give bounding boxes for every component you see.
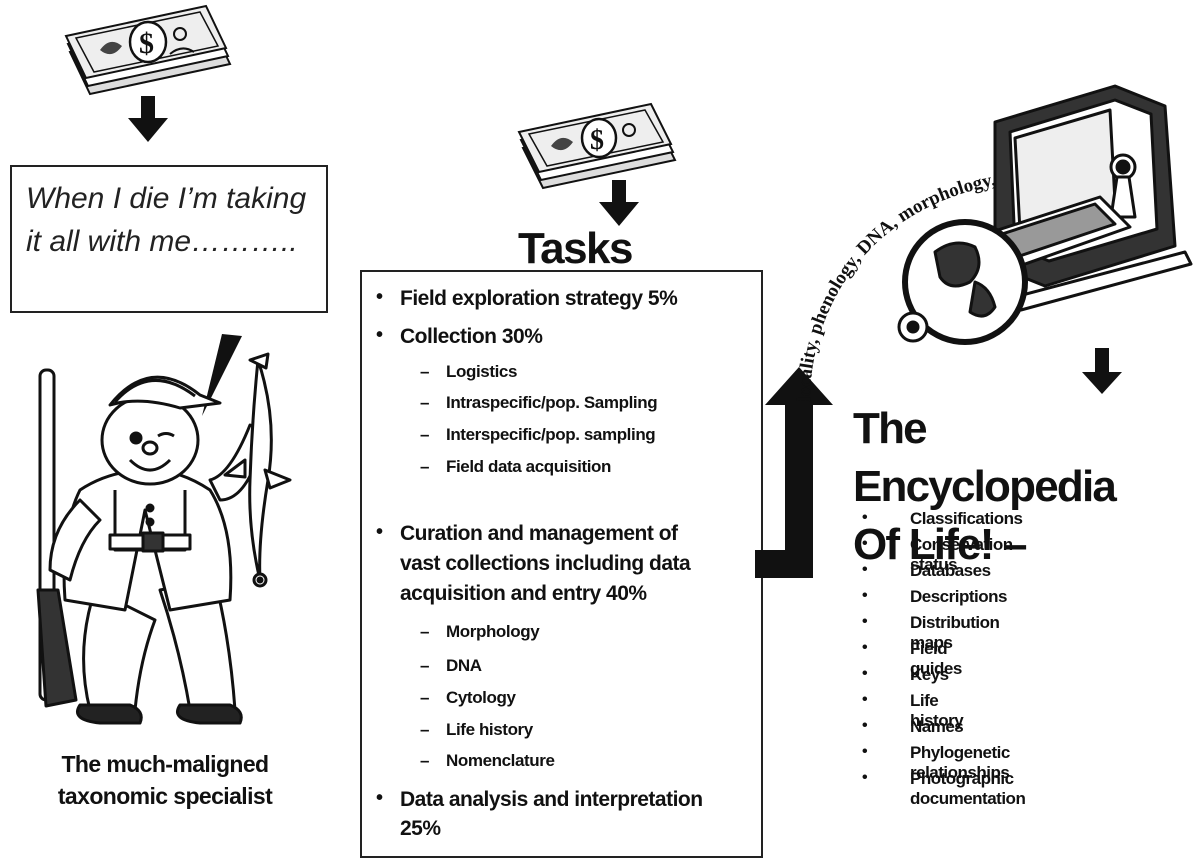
encyclopedia-item: Names [910,717,964,736]
task-item: Field exploration strategy 5% [400,287,678,310]
bullet-icon: • [862,717,868,734]
computer-icon [897,84,1193,345]
step-arrow [755,367,833,578]
specialist-caption: The much-maligned taxonomic specialist [20,748,310,812]
speech-tail [202,334,242,416]
bullet-icon: • [862,743,868,760]
bullet-icon: • [862,691,868,708]
encyclopedia-item: Classifications [910,509,1023,528]
task-item-line: vast collections including data [400,552,691,575]
bullet-icon: • [862,769,868,786]
bullet-icon: • [862,509,868,526]
encyclopedia-item: Field guides [910,639,962,678]
subtask-dash: – [420,622,430,641]
down-arrow-icon [1082,348,1122,394]
bullet-icon: • [862,613,868,630]
bullet-icon: • [376,286,384,308]
hunter-figure [36,352,292,725]
task-item-line: acquisition and entry 40% [400,582,647,605]
subtask-dash: – [420,457,430,476]
speech-bubble: When I die I’m taking it all with me……….… [10,165,328,313]
encyclopedia-item: Keys [910,665,949,684]
subtask-dash: – [420,688,430,707]
subtask-dash: – [420,751,430,770]
tasks-box: • Field exploration strategy 5% • Collec… [360,270,763,858]
task-item-line: Data analysis and interpretation [400,788,703,811]
subtask-item: Interspecific/pop. sampling [446,425,656,444]
subtask-dash: – [420,362,430,381]
subtask-item: Field data acquisition [446,457,612,476]
subtask-item: DNA [446,656,482,675]
subtask-item: Life history [446,720,533,739]
encyclopedia-item: Conservation status [910,535,1013,574]
encyclopedia-item: Phylogenetic relationships [910,743,1010,782]
encyclopedia-item: Databases [910,561,991,580]
bullet-icon: • [862,561,868,578]
specialist-caption-line1: The much-maligned [61,751,269,777]
encyclopedia-item: Descriptions [910,587,1007,606]
task-item-line: Curation and management of [400,522,678,545]
task-item-line: 25% [400,817,441,840]
tasks-title: Tasks [518,224,634,273]
bullet-icon: • [862,535,868,552]
bullet-icon: • [376,521,384,543]
encyclopedia-title: The Encyclopedia Of Life! – [853,400,1193,574]
subtask-dash: – [420,393,430,412]
bullet-icon: • [376,787,384,809]
subtask-item: Nomenclature [446,751,555,770]
bullet-icon: • [862,587,868,604]
encyclopedia-title-line2: Of Life! – [853,520,1027,569]
specialist-caption-line2: taxonomic specialist [57,783,273,809]
subtask-dash: – [420,656,430,675]
down-arrow-icon [599,180,639,226]
subtask-item: Logistics [446,362,518,381]
encyclopedia-item: Life history [910,691,964,730]
encyclopedia-item: Distribution maps [910,613,1000,652]
svg-text:$: $ [590,125,604,156]
subtask-dash: – [420,720,430,739]
subtask-item: Intraspecific/pop. Sampling [446,393,658,412]
money-stack-icon: $ [64,4,232,96]
down-arrow-icon [128,96,168,142]
task-item: Collection 30% [400,325,543,348]
subtask-item: Cytology [446,688,516,707]
bullet-icon: • [862,665,868,682]
subtask-dash: – [420,425,430,444]
encyclopedia-title-line1: The Encyclopedia [853,404,1117,511]
encyclopedia-item: Photographic documentation [910,769,1026,808]
bullet-icon: • [376,324,384,346]
money-stack-icon: $ [517,102,677,190]
subtask-item: Morphology [446,622,540,641]
svg-text:$: $ [139,27,154,60]
bullet-icon: • [862,639,868,656]
